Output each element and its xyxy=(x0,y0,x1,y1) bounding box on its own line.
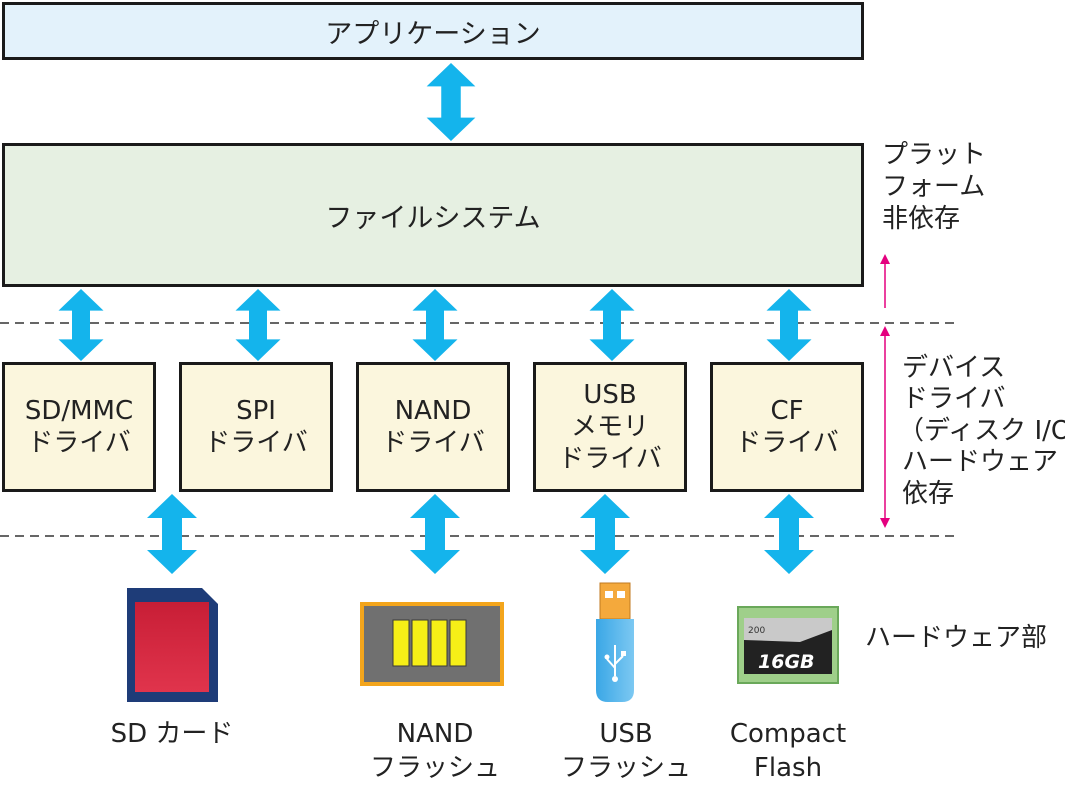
label-line: ドライバ xyxy=(902,384,1006,415)
driver-line1: NAND xyxy=(394,395,472,426)
device-caption-usb: USB フラッシュ xyxy=(546,718,706,786)
fs-nand-arrow xyxy=(412,289,458,361)
usb-device-arrow xyxy=(580,494,630,574)
caption-line: フラッシュ xyxy=(369,752,500,783)
device-caption-nand: NAND フラッシュ xyxy=(355,718,515,786)
driver-line2: ドライバ xyxy=(27,428,131,458)
platform-independent-label: プラット フォーム 非依存 xyxy=(882,140,986,236)
driver-line2: ドライバ xyxy=(204,428,308,458)
sdmmc-device-arrow xyxy=(147,494,197,574)
hardware-dependent-label: デバイス ドライバ （ディスク I/O） ハードウェア 依存 xyxy=(898,353,1065,510)
cf-device-arrow xyxy=(764,494,814,574)
application-layer: アプリケーション xyxy=(2,2,864,60)
driver-nand: NAND ドライバ xyxy=(356,362,510,492)
label-line: デバイス xyxy=(902,353,1006,383)
caption-line: フラッシュ xyxy=(560,752,691,783)
filesystem-layer: ファイルシステム xyxy=(2,143,864,287)
fs-sdmmc-arrow xyxy=(58,289,104,361)
filesystem-label: ファイルシステム xyxy=(325,202,541,234)
caption-line: Flash xyxy=(753,752,823,783)
caption-line: Compact xyxy=(729,719,847,749)
label-line: フォーム xyxy=(882,171,986,202)
label-line: （ディスク I/O） xyxy=(898,415,1065,446)
app-fs-arrow xyxy=(426,63,476,141)
driver-line1: SD/MMC xyxy=(24,395,134,426)
nand-device-arrow xyxy=(410,494,460,574)
usb-flash-icon xyxy=(596,582,634,702)
label-line: 依存 xyxy=(902,478,955,509)
caption-line: SD カード xyxy=(110,719,234,749)
driver-line2: メモリ xyxy=(570,411,649,442)
driver-line2: ドライバ xyxy=(735,428,839,458)
driver-spi: SPI ドライバ xyxy=(179,362,333,492)
sd-card-icon xyxy=(127,588,218,702)
driver-sdmmc: SD/MMC ドライバ xyxy=(2,362,156,492)
caption-line: NAND xyxy=(396,719,474,749)
label-line: ハードウェア xyxy=(902,447,1059,478)
hardware-part-label: ハードウェア部 xyxy=(865,623,1048,653)
driver-usb-memory: USB メモリ ドライバ xyxy=(533,362,687,492)
driver-cf: CF ドライバ xyxy=(710,362,864,492)
fs-cf-arrow xyxy=(766,289,812,361)
device-caption-cf: Compact Flash xyxy=(708,718,868,786)
driver-line1: USB xyxy=(583,379,637,410)
compactflash-icon: 200 16GB xyxy=(737,606,839,684)
device-caption-sd: SD カード xyxy=(92,718,252,752)
cf-speed-label: 200 xyxy=(748,626,765,636)
fs-spi-arrow xyxy=(235,289,281,361)
fs-usb-arrow xyxy=(589,289,635,361)
driver-line1: SPI xyxy=(236,395,276,426)
label-line: 非依存 xyxy=(882,203,961,234)
platform-independent-arrow xyxy=(880,254,890,308)
driver-line1: CF xyxy=(770,395,804,426)
application-label: アプリケーション xyxy=(325,18,541,50)
caption-line: USB xyxy=(599,719,653,749)
hardware-dependent-arrow xyxy=(880,326,890,528)
driver-line2: ドライバ xyxy=(381,428,485,458)
driver-line3: ドライバ xyxy=(558,444,662,475)
nand-chip-icon xyxy=(360,602,504,686)
label-line: プラット xyxy=(882,140,987,170)
cf-capacity-label: 16GB xyxy=(758,651,815,673)
